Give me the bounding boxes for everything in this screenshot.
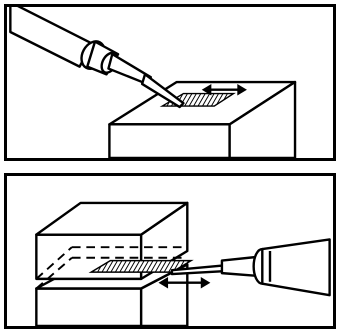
bottom-panel-drawing [7,176,333,326]
top-panel-drawing [7,7,333,158]
bottom-panel [4,173,336,329]
soldering-iron-icon [10,7,183,107]
top-panel [4,4,336,161]
soldering-iron-icon [172,239,330,295]
